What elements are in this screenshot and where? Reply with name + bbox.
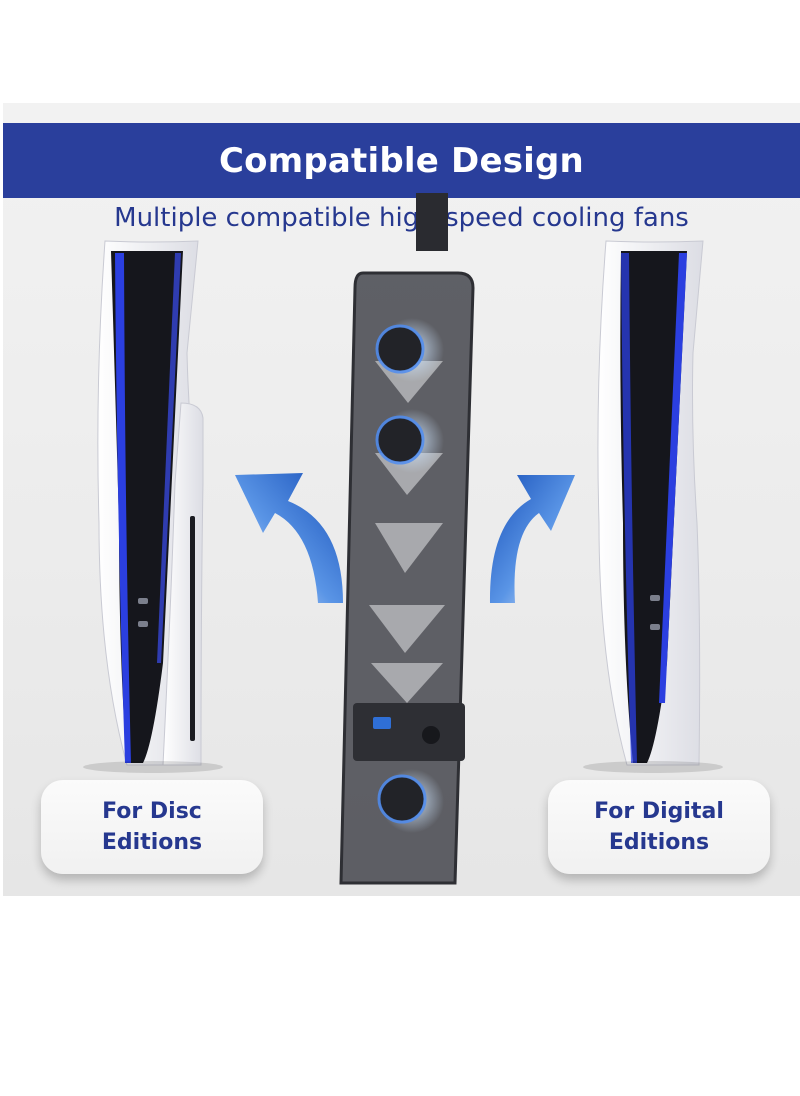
product-illustration [83, 193, 723, 885]
fan-icon [375, 409, 444, 473]
subtitle: Multiple compatible high-speed cooling f… [114, 203, 689, 233]
digital-edition-label: For Digital Editions [548, 780, 770, 874]
title-banner: Compatible Design [3, 123, 800, 198]
disc-edition-label: For Disc Editions [41, 780, 263, 874]
page-title: Compatible Design [219, 140, 584, 181]
cooling-stand [339, 193, 475, 885]
disc-edition-text: For Disc Editions [101, 799, 203, 855]
digital-console [583, 240, 723, 773]
curved-arrow-icon [489, 475, 575, 603]
curved-arrow-icon [235, 473, 343, 603]
disc-console [83, 240, 223, 773]
product-panel: Compatible Design Multiple compatible hi… [3, 103, 800, 896]
fan-icon [375, 318, 444, 382]
digital-edition-text: For Digital Editions [594, 799, 724, 855]
fan-icon [377, 769, 444, 833]
